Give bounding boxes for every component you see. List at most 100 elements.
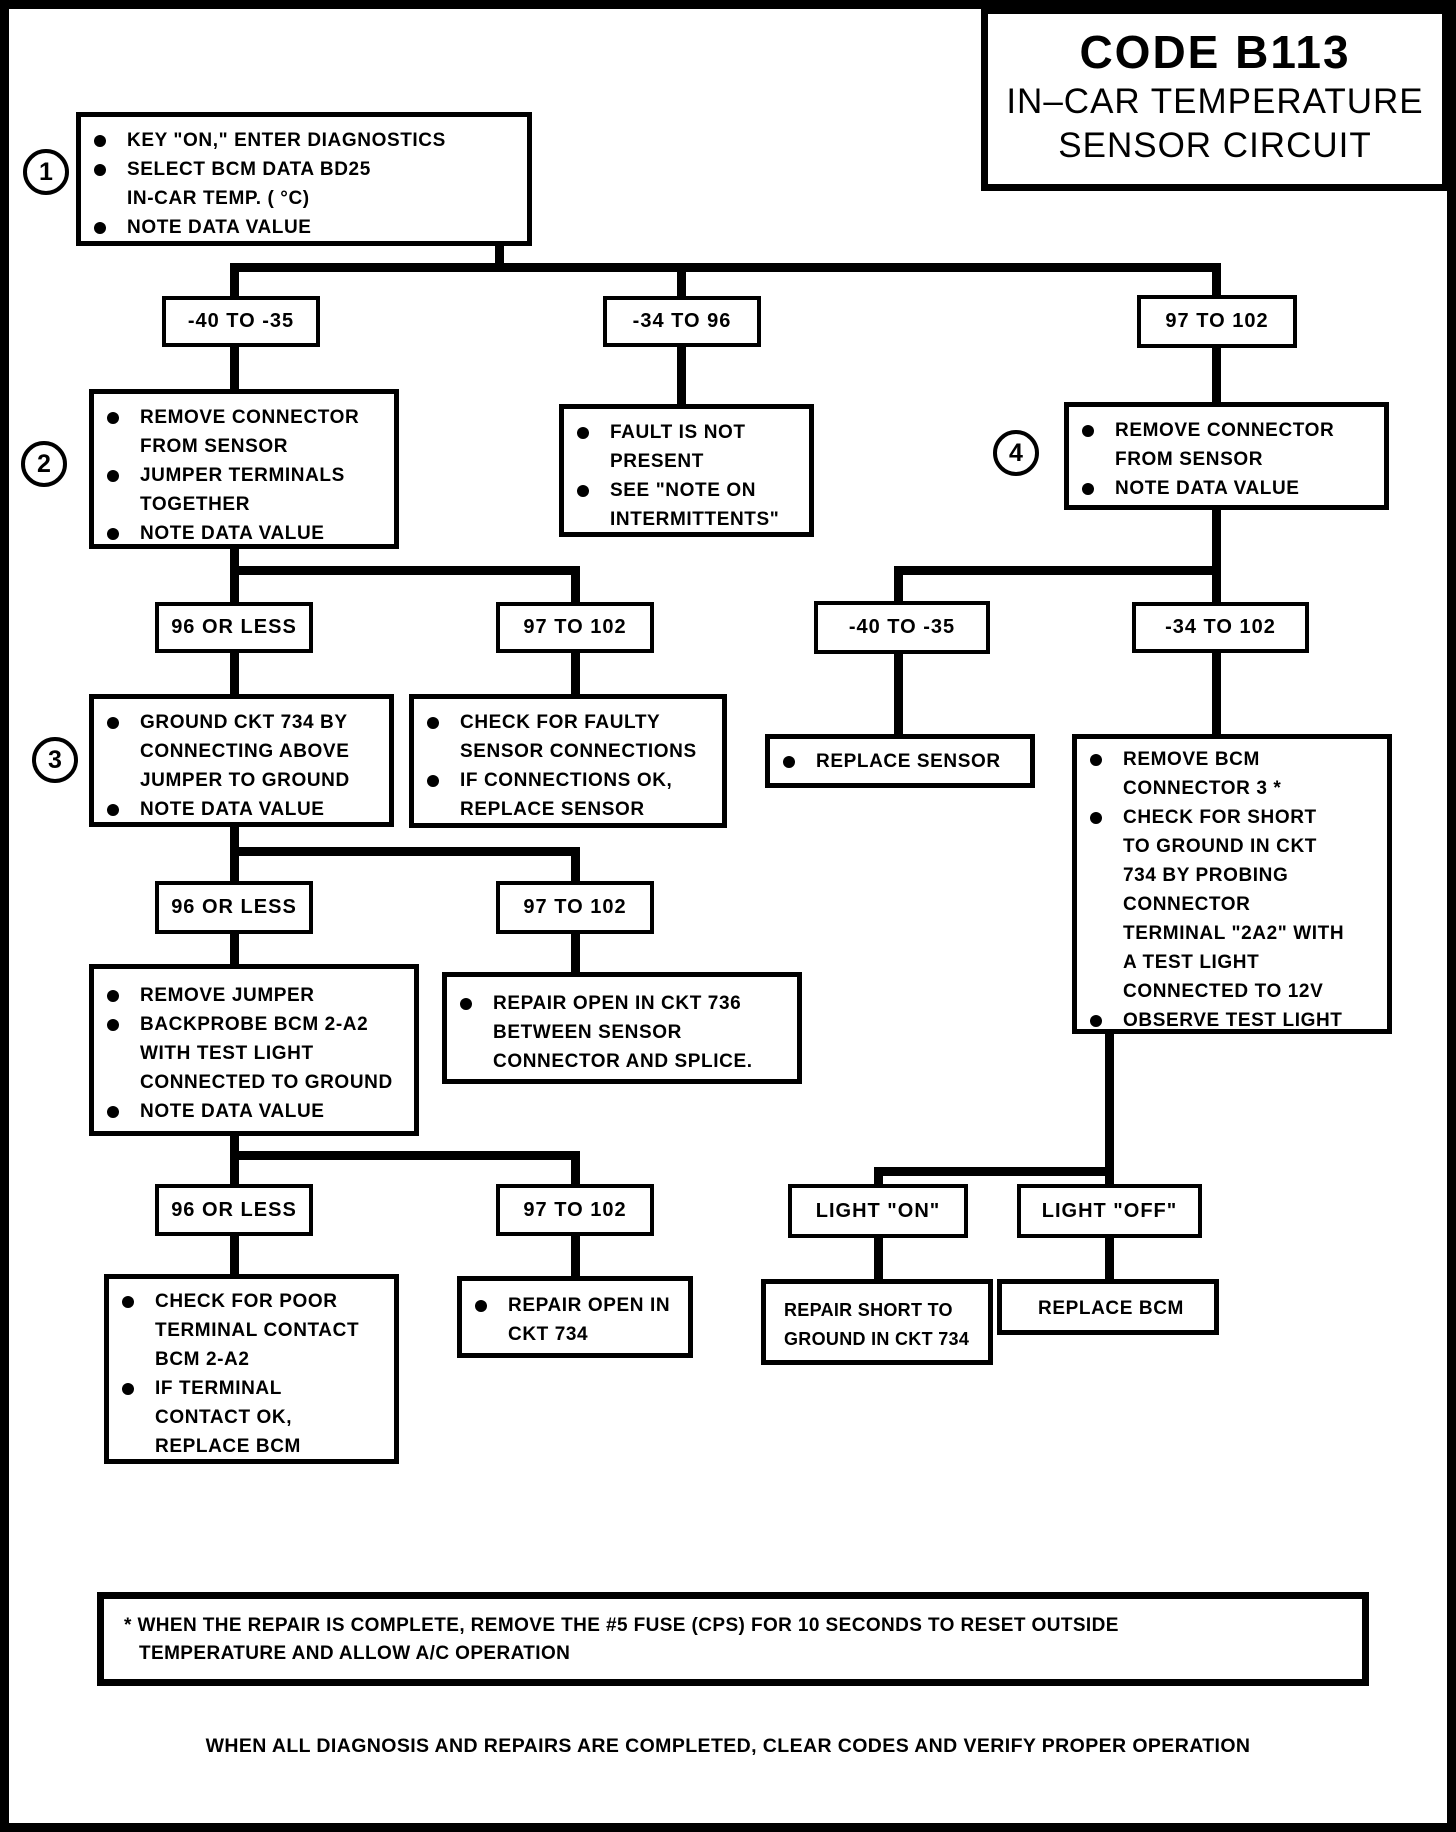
footnote-box: * WHEN THE REPAIR IS COMPLETE, REMOVE TH… [97,1592,1369,1686]
bullet-icon [1090,812,1102,824]
connector-line [874,1236,883,1283]
range-text: -40 TO -35 [187,310,295,332]
connector-line [1212,651,1221,739]
flow-text: NOTE DATA VALUE [1115,478,1300,499]
connector-line [230,545,239,575]
flow-text: GROUND IN CKT 734 [784,1329,970,1349]
range-label-r1b: -34 TO 96 [603,296,761,347]
flow-text: WITH TEST LIGHT [140,1043,314,1064]
flow-text: REMOVE JUMPER [140,985,315,1006]
range-text: 96 OR LESS [171,616,297,638]
step-marker-4: 4 [993,430,1039,476]
flow-line: KEY "ON," ENTER DIAGNOSTICS [81,126,527,155]
flow-text: TERMINAL CONTACT [155,1320,360,1341]
flow-text: REMOVE BCM [1123,749,1260,770]
flow-line: CONNECTOR [1077,890,1387,919]
flow-text: NOTE DATA VALUE [140,799,325,820]
flow-box-step1: KEY "ON," ENTER DIAGNOSTICS SELECT BCM D… [76,112,532,246]
step-number: 1 [39,157,53,186]
bullet-icon [577,485,589,497]
connector-line [230,847,239,887]
flow-text: CONNECTOR [1123,894,1251,915]
range-text: 97 TO 102 [1165,310,1269,332]
range-label-r3b: 97 TO 102 [496,881,654,934]
bullet-icon [107,1106,119,1118]
flow-text: CHECK FOR SHORT [1123,807,1317,828]
flow-text: CHECK FOR FAULTY [460,712,661,733]
footer-instruction: WHEN ALL DIAGNOSIS AND REPAIRS ARE COMPL… [205,1735,1251,1757]
bullet-icon [94,135,106,147]
flow-line: NOTE DATA VALUE [94,795,389,824]
flow-line: REPAIR OPEN IN [462,1291,688,1320]
flow-text: REMOVE CONNECTOR [140,407,360,428]
flow-line: TERMINAL "2A2" WITH [1077,919,1387,948]
flow-text: SENSOR CONNECTIONS [460,741,697,762]
range-label-r1c: 97 TO 102 [1137,295,1297,348]
flow-text: CHECK FOR POOR [155,1291,338,1312]
bullet-icon [107,412,119,424]
flow-text: FROM SENSOR [140,436,289,457]
flow-line: REMOVE CONNECTOR [94,403,394,432]
range-label-r5b: -34 TO 102 [1132,602,1309,653]
step-marker-3: 3 [32,737,78,783]
flow-text: FAULT IS NOT [610,422,746,443]
flow-line: JUMPER TERMINALS [94,461,394,490]
flow-text: BACKPROBE BCM 2-A2 [140,1014,369,1035]
step-marker-2: 2 [21,441,67,487]
bullet-icon [783,756,795,768]
flow-text: REPLACE BCM [1038,1298,1184,1319]
flow-line: REPAIR SHORT TO [766,1296,988,1325]
flow-text: NOTE DATA VALUE [140,1101,325,1122]
bullet-icon [107,470,119,482]
flow-box-repair-ckt736: REPAIR OPEN IN CKT 736 BETWEEN SENSOR CO… [442,972,802,1084]
range-text: -34 TO 102 [1165,616,1276,638]
connector-line [230,1234,239,1279]
flow-line: REPLACE SENSOR [770,747,1030,776]
range-label-r4b: 97 TO 102 [496,1184,654,1236]
flow-text: REMOVE CONNECTOR [1115,420,1335,441]
connector-line [1105,1029,1114,1175]
flow-line: CHECK FOR FAULTY [414,708,722,737]
connector-line [230,344,239,394]
bullet-icon [122,1296,134,1308]
connector-line [1212,263,1221,303]
flow-line: CONNECTED TO 12V [1077,977,1387,1006]
connector-line [677,263,686,303]
connector-line [230,932,239,969]
bullet-icon [1082,425,1094,437]
flow-line: CHECK FOR SHORT [1077,803,1387,832]
bullet-icon [94,164,106,176]
flow-line: FROM SENSOR [1069,445,1384,474]
flow-box-check-terminal-contact: CHECK FOR POOR TERMINAL CONTACT BCM 2-A2… [104,1274,399,1464]
flow-text: A TEST LIGHT [1123,952,1260,973]
range-label-r2b: 97 TO 102 [496,602,654,653]
flow-text: INTERMITTENTS" [610,509,780,530]
bullet-icon [122,1383,134,1395]
flow-line: CONNECTOR AND SPLICE. [447,1047,797,1076]
flow-line: BACKPROBE BCM 2-A2 [94,1010,414,1039]
footnote-line2: TEMPERATURE AND ALLOW A/C OPERATION [139,1643,571,1664]
range-label-r4a: 96 OR LESS [155,1184,313,1236]
bullet-icon [107,804,119,816]
flow-line: TERMINAL CONTACT [109,1316,394,1345]
flow-text: IN-CAR TEMP. ( °C) [127,188,310,209]
connector-line [230,651,239,699]
flow-box-repair-short: REPAIR SHORT TO GROUND IN CKT 734 [761,1279,993,1365]
flow-line: IN-CAR TEMP. ( °C) [81,184,527,213]
flow-box-check-sensor-connections: CHECK FOR FAULTY SENSOR CONNECTIONS IF C… [409,694,727,828]
flow-box-replace-sensor: REPLACE SENSOR [765,734,1035,788]
range-text: 96 OR LESS [171,1198,297,1221]
flow-box-remove-bcm: REMOVE BCM CONNECTOR 3 * CHECK FOR SHORT… [1072,734,1392,1034]
range-text: LIGHT "OFF" [1041,1199,1178,1222]
flow-text: CONNECTOR AND SPLICE. [493,1051,753,1072]
flow-text: NOTE DATA VALUE [140,523,325,544]
flow-line: IF TERMINAL [109,1374,394,1403]
connector-line [1105,1167,1114,1189]
connector-line [230,1151,239,1189]
range-label-light-on: LIGHT "ON" [788,1184,968,1238]
range-text: -34 TO 96 [632,310,732,332]
bullet-icon [577,427,589,439]
flow-text: NOTE DATA VALUE [127,217,312,238]
flow-text: SEE "NOTE ON [610,480,757,501]
